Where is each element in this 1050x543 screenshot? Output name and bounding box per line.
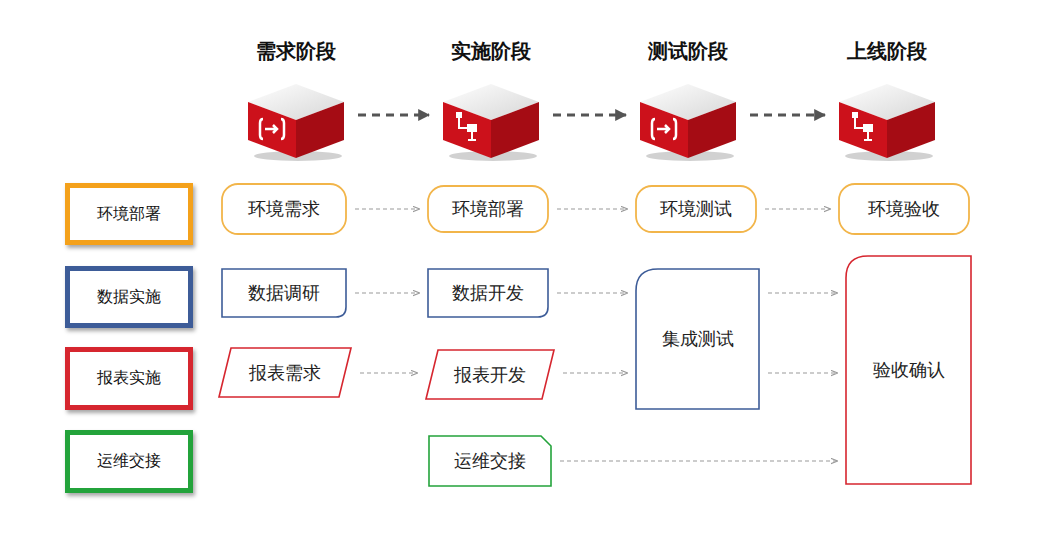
process-box: 数据开发 <box>427 268 549 318</box>
node-label: 环境部署 <box>97 204 161 225</box>
flow-arrow <box>765 209 830 210</box>
node-label: 集成测试 <box>662 327 734 351</box>
phase-heading: 实施阶段 <box>451 38 531 65</box>
process-box: 运维交接 <box>428 435 552 487</box>
phase-arrow <box>750 114 825 117</box>
node-label: 数据调研 <box>248 281 320 305</box>
process-parallelogram: 报表开发 <box>425 349 555 400</box>
node-label: 环境部署 <box>452 197 524 221</box>
node-label: 报表实施 <box>97 368 161 389</box>
phase-cube: 需求阶段 <box>242 38 350 163</box>
phase-heading: 需求阶段 <box>256 38 336 65</box>
row-label-box: 运维交接 <box>65 430 193 493</box>
node-label: 环境验收 <box>868 197 940 221</box>
stage-panel: 集成测试 <box>635 268 760 410</box>
phase-cube: 测试阶段 <box>634 38 742 163</box>
flow-arrow <box>557 209 627 210</box>
node-label: 运维交接 <box>97 451 161 472</box>
phase-heading: 上线阶段 <box>847 38 927 65</box>
phase-arrow <box>553 114 626 117</box>
row-label-box: 数据实施 <box>65 266 193 328</box>
row-label-box: 报表实施 <box>65 347 193 410</box>
flow-arrow <box>768 373 837 374</box>
process-pill: 环境测试 <box>635 185 757 233</box>
flow-arrow <box>560 461 837 462</box>
process-pill: 环境验收 <box>838 183 970 235</box>
flow-arrow <box>355 209 419 210</box>
cube-icon <box>837 82 937 162</box>
flow-arrow <box>355 293 419 294</box>
process-pill: 环境部署 <box>427 185 549 233</box>
node-label: 验收确认 <box>873 358 945 382</box>
node-label: 环境需求 <box>248 197 320 221</box>
phase-arrow <box>358 114 429 117</box>
flow-arrow <box>557 293 627 294</box>
flow-arrow <box>563 373 627 374</box>
cube-icon <box>638 82 738 162</box>
node-label: 报表开发 <box>454 363 526 387</box>
cube-icon <box>246 82 346 162</box>
process-box: 数据调研 <box>221 268 347 318</box>
phase-cube: 上线阶段 <box>833 38 941 163</box>
node-label: 数据实施 <box>97 287 161 308</box>
stage-panel: 验收确认 <box>845 255 972 485</box>
flow-arrow <box>768 293 837 294</box>
phase-cube: 实施阶段 <box>437 38 545 163</box>
process-pill: 环境需求 <box>221 183 347 235</box>
node-label: 数据开发 <box>452 281 524 305</box>
node-label: 报表需求 <box>249 361 321 385</box>
row-label-box: 环境部署 <box>65 183 193 245</box>
node-label: 环境测试 <box>660 197 732 221</box>
cube-icon <box>441 82 541 162</box>
phase-heading: 测试阶段 <box>648 38 728 65</box>
node-label: 运维交接 <box>454 449 526 473</box>
process-parallelogram: 报表需求 <box>218 347 352 398</box>
flow-arrow <box>360 373 417 374</box>
